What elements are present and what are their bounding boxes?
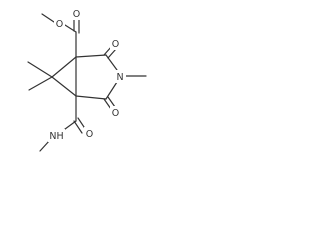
- bond-gem-methyl-upper: [27, 61, 53, 78]
- atom-label-layer: O O O N O O NH: [48, 7, 126, 142]
- atom-label-o: O: [56, 19, 63, 30]
- bond-lower-imide-double: [107, 96, 116, 108]
- atom-o-amide: O: [84, 127, 95, 140]
- bond-lower-carbonyl-to-ring: [75, 95, 107, 100]
- bond-upper-imide-double: [107, 48, 117, 59]
- atom-o-ester: O: [54, 17, 65, 30]
- bond-ring-to-upper-carbonyl: [75, 54, 107, 58]
- atom-label-n: N: [116, 72, 123, 83]
- atom-label-nh: NH: [49, 131, 63, 142]
- bond-n-to-lower-carbonyl: [105, 81, 118, 100]
- atom-nh-amide: NH: [48, 129, 65, 142]
- bond-ester-methyl: [41, 13, 55, 23]
- bond-amide-double: [73, 120, 83, 134]
- atom-o-ester-carbonyl: O: [71, 7, 82, 20]
- structure-diagram: O O O N O O NH: [27, 7, 147, 152]
- bond-upper-carbonyl-to-n: [105, 54, 118, 71]
- atom-label-o: O: [73, 9, 80, 20]
- atom-label-o: O: [112, 39, 119, 50]
- bond-cyclopropane-upper: [51, 56, 77, 78]
- atom-o-imide-top: O: [110, 37, 121, 50]
- bond-lower-imide-double: [103, 98, 112, 110]
- atom-n-imide: N: [114, 70, 126, 83]
- atom-label-o: O: [86, 129, 93, 140]
- bond-cyclopropane-lower: [51, 76, 77, 97]
- bond-gem-methyl-lower: [28, 76, 53, 91]
- atom-label-o: O: [112, 108, 119, 119]
- atom-o-imide-bottom: O: [110, 106, 121, 119]
